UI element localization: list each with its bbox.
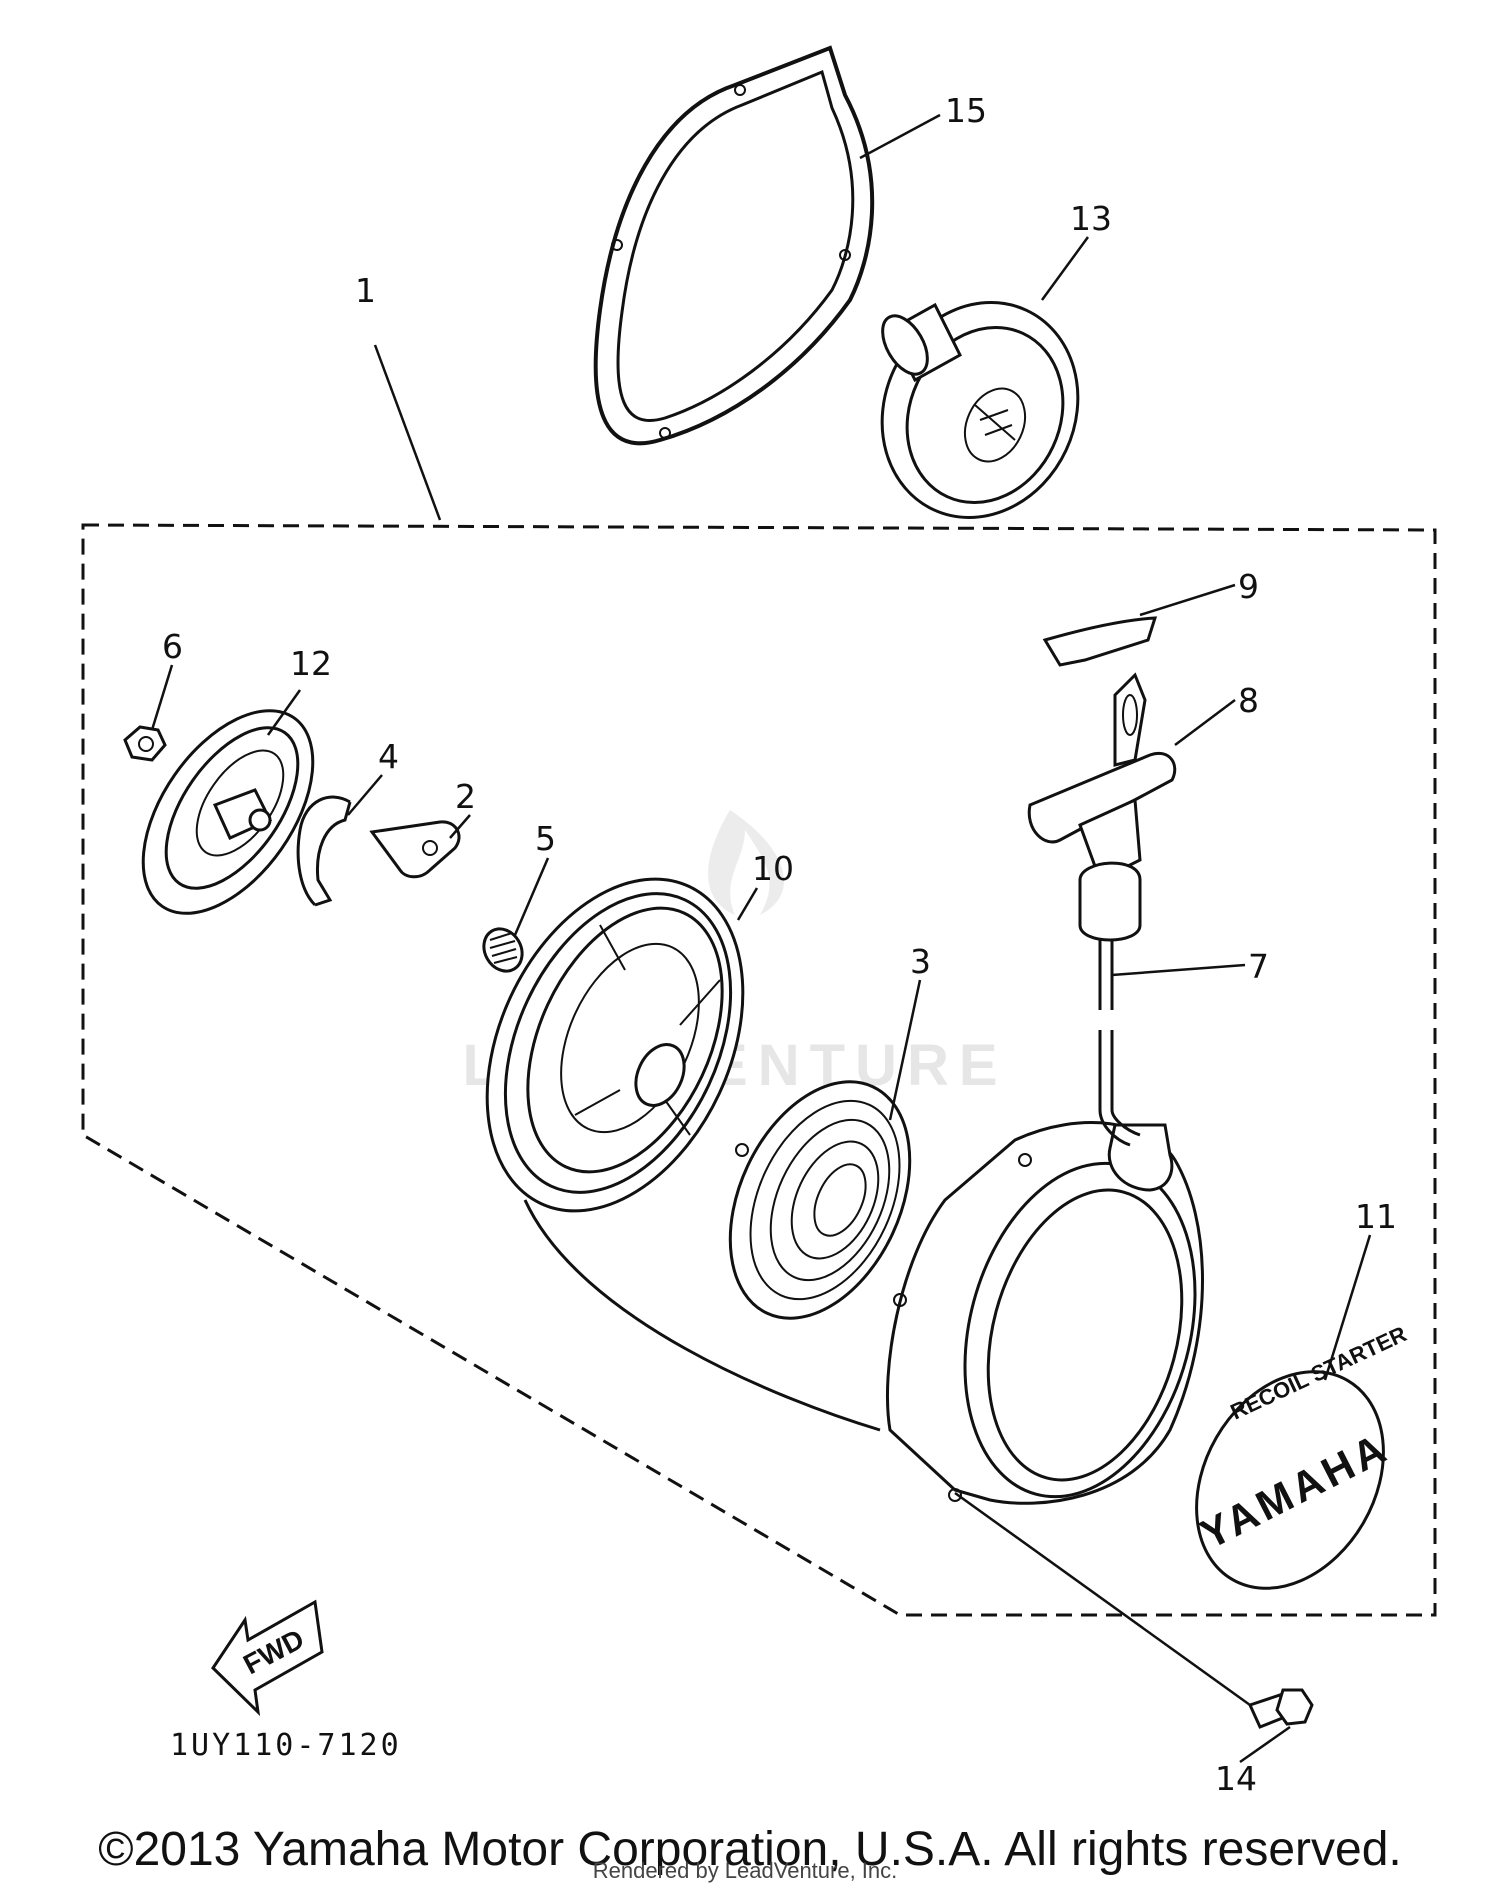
reel-part-10 — [485, 877, 881, 1432]
gasket-part-15 — [593, 45, 875, 446]
part-code: 1UY110-7120 — [170, 1728, 402, 1763]
callout-9: 9 — [1238, 567, 1259, 606]
emblem-part-11: RECOIL STARTER YAMAHA — [1193, 1321, 1410, 1590]
cap-part-9 — [1042, 616, 1158, 667]
clip-part-4 — [296, 795, 352, 907]
callout-2: 2 — [455, 777, 476, 816]
callout-14: 14 — [1215, 1759, 1257, 1798]
nut-part-6 — [123, 725, 167, 762]
copyright-notice: ©2013 Yamaha Motor Corporation, U.S.A. A… — [98, 1823, 1402, 1876]
assembly-boundary — [81, 523, 1437, 1617]
spiral-spring-part-3 — [728, 1080, 912, 1320]
callout-11: 11 — [1355, 1197, 1397, 1236]
bolt-part-14 — [1247, 1688, 1314, 1729]
callout-15: 15 — [945, 91, 987, 130]
callout-labels: 1 2 3 4 5 6 7 8 9 10 11 12 13 14 15 — [162, 91, 1397, 1798]
fwd-arrow: FWD — [211, 1599, 324, 1717]
callout-6: 6 — [162, 627, 183, 666]
handle-part-8 — [1027, 672, 1177, 942]
callout-13: 13 — [1070, 199, 1112, 238]
plate-part-12 — [141, 709, 315, 915]
spring-part-5 — [482, 927, 524, 973]
callout-4: 4 — [378, 737, 399, 776]
pawl-part-2 — [369, 820, 461, 879]
starter-case — [886, 1121, 1204, 1505]
watermark-credit: Rendered by LeadVenture, Inc. — [593, 1858, 898, 1883]
leader-lines — [150, 113, 1372, 1764]
callout-10: 10 — [752, 849, 794, 888]
pulley-part-13 — [880, 301, 1080, 519]
callout-7: 7 — [1248, 947, 1269, 986]
callout-8: 8 — [1238, 681, 1259, 720]
rope-part-7 — [1098, 940, 1141, 1147]
callout-3: 3 — [910, 942, 931, 981]
callout-5: 5 — [535, 819, 556, 858]
callout-1: 1 — [355, 271, 376, 310]
callout-12: 12 — [290, 644, 332, 683]
